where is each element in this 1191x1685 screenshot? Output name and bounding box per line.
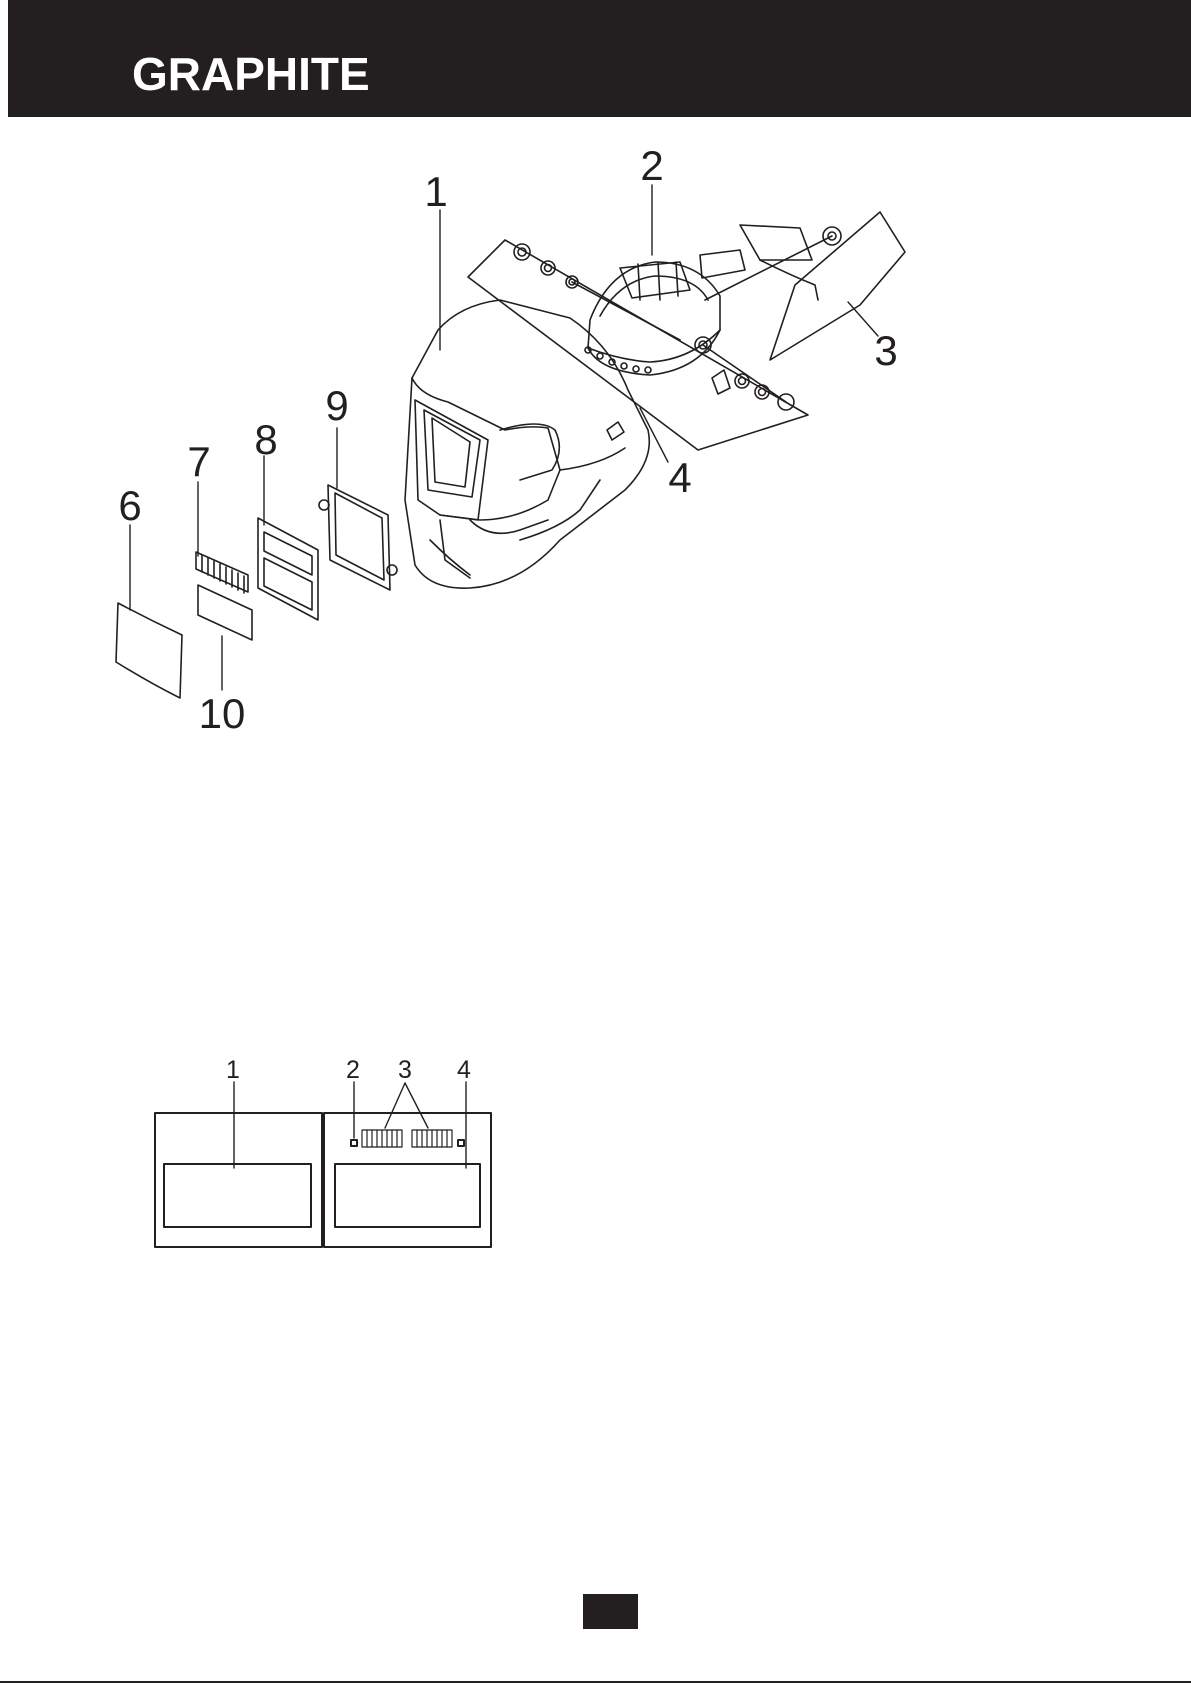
- helmet-shell: [405, 300, 649, 588]
- filter-leader-lines: [234, 1082, 466, 1168]
- page-number-box: [583, 1594, 638, 1629]
- filter-callout-2: 2: [346, 1056, 360, 1084]
- filter-front-view: [155, 1113, 322, 1247]
- headband: [585, 262, 720, 375]
- solar-cell-right: [412, 1130, 452, 1147]
- callout-part-8: 8: [254, 416, 277, 463]
- callout-part-2: 2: [640, 142, 663, 189]
- filter-callout-4: 4: [457, 1056, 471, 1084]
- callout-part-1: 1: [424, 168, 447, 215]
- filter-callout-1: 1: [226, 1056, 240, 1084]
- filter-callout-3: 3: [398, 1056, 412, 1084]
- callout-part-4: 4: [668, 454, 691, 501]
- callout-part-6: 6: [118, 482, 141, 529]
- callout-part-7: 7: [187, 438, 210, 485]
- callout-part-3: 3: [874, 327, 897, 374]
- filter-holder: [258, 518, 318, 620]
- bottom-rule: [0, 1681, 1191, 1683]
- solar-cell-left: [362, 1130, 402, 1147]
- callout-part-9: 9: [325, 382, 348, 429]
- callout-part-10: 10: [199, 690, 246, 737]
- outer-lens: [116, 603, 182, 698]
- inner-frame: [319, 485, 397, 590]
